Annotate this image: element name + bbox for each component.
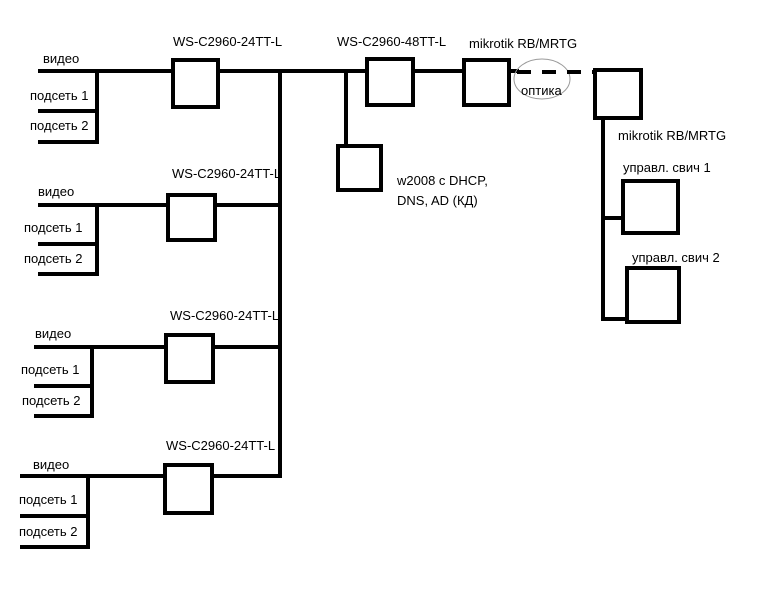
group4-subnet2-label: подсеть 2 (19, 524, 77, 539)
mikrotik-local-label: mikrotik RB/MRTG (469, 36, 577, 51)
server-label-line1: w2008 с DHCP, (396, 173, 488, 188)
managed-switch1-label: управл. свич 1 (623, 160, 711, 175)
fiber-label: оптика (521, 83, 562, 98)
switch-box-4 (163, 463, 214, 515)
managed-switch1-box (621, 179, 680, 235)
mikrotik-box-local (462, 58, 511, 107)
group3-video-label: видео (35, 326, 71, 341)
switch-box-2 (166, 193, 217, 242)
mikrotik-box-remote (593, 68, 643, 120)
group2-subnet1-label: подсеть 1 (24, 220, 82, 235)
switch-4-label: WS-C2960-24TT-L (166, 438, 275, 453)
fiber-oval (513, 58, 571, 100)
group1-subnet2-label: подсеть 2 (30, 118, 88, 133)
switch-2-label: WS-C2960-24TT-L (172, 166, 281, 181)
server-label-line2: DNS, AD (КД) (397, 193, 478, 208)
switch-48-box (365, 57, 415, 107)
group3-subnet1-label: подсеть 1 (21, 362, 79, 377)
managed-switch2-box (625, 266, 681, 324)
managed-switch2-label: управл. свич 2 (632, 250, 720, 265)
group3-subnet2-label: подсеть 2 (22, 393, 80, 408)
server-box (336, 144, 383, 192)
group4-video-label: видео (33, 457, 69, 472)
switch-box-3 (164, 333, 215, 384)
switch-48-label: WS-C2960-48TT-L (337, 34, 446, 49)
group1-video-label: видео (43, 51, 79, 66)
switch-box-1 (171, 58, 220, 109)
switch-1-label: WS-C2960-24TT-L (173, 34, 282, 49)
group4-subnet1-label: подсеть 1 (19, 492, 77, 507)
switch-3-label: WS-C2960-24TT-L (170, 308, 279, 323)
mikrotik-remote-label: mikrotik RB/MRTG (618, 128, 726, 143)
group2-video-label: видео (38, 184, 74, 199)
group1-subnet1-label: подсеть 1 (30, 88, 88, 103)
group2-subnet2-label: подсеть 2 (24, 251, 82, 266)
